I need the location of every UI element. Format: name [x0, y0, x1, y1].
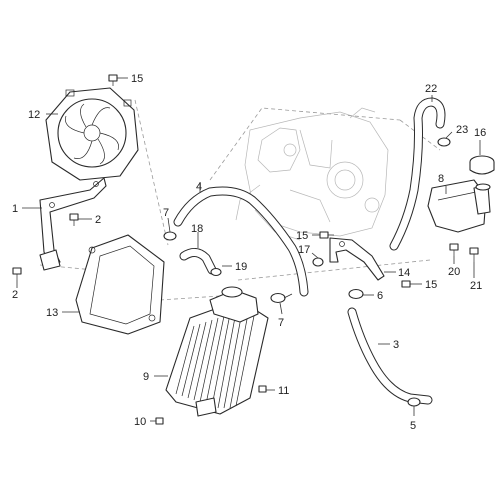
callout-22: 22 [425, 83, 437, 95]
callout-3: 3 [393, 339, 399, 351]
callout-15-top: 15 [131, 73, 143, 85]
callout-9: 9 [143, 371, 149, 383]
callout-7-left: 7 [163, 207, 169, 219]
clamp-part-23 [437, 137, 451, 147]
callout-8: 8 [438, 173, 444, 185]
callout-11: 11 [278, 385, 289, 397]
hardware [12, 74, 479, 425]
engine-background-illustration [235, 107, 389, 241]
radiator-shroud-part-13 [75, 234, 165, 335]
expansion-tank-part-8 [427, 179, 491, 233]
hose-part-3 [347, 307, 433, 405]
callout-6: 6 [377, 290, 383, 302]
callout-7-right: 7 [278, 317, 284, 329]
callout-23: 23 [456, 124, 468, 136]
clamp-19 [210, 267, 222, 277]
bolt-15-right [401, 280, 411, 288]
bolt-10 [155, 417, 164, 425]
callout-21: 21 [470, 280, 482, 292]
hose-part-18 [179, 248, 217, 275]
bracket-part-14 [329, 237, 385, 281]
radiator-part-9 [165, 286, 269, 417]
cap-part-16 [469, 155, 495, 175]
callout-19: 19 [235, 261, 247, 273]
radiator-fins [175, 311, 255, 409]
callout-2-upper: 2 [95, 214, 101, 226]
callouts: 15 12 22 23 16 1 2 4 7 18 8 15 17 19 14 … [12, 73, 486, 432]
callout-17: 17 [298, 244, 310, 256]
callout-10: 10 [134, 416, 146, 428]
bolt-2-upper [69, 213, 79, 226]
callout-15-mid: 15 [296, 230, 308, 242]
clamp-7-left [163, 231, 177, 241]
callout-4: 4 [196, 181, 202, 193]
bolt-15-top [108, 74, 118, 86]
bolt-21 [469, 247, 479, 262]
bolt-20 [449, 243, 459, 256]
callout-14: 14 [398, 267, 410, 279]
hose-part-4 [173, 186, 309, 297]
callout-1: 1 [12, 203, 18, 215]
bolt-11 [258, 385, 267, 393]
clamp-7-right [270, 292, 293, 304]
callout-16: 16 [474, 127, 486, 139]
callout-15-right: 15 [425, 279, 437, 291]
callout-5: 5 [410, 420, 416, 432]
tube-part-22 [389, 97, 446, 251]
cooling-fan-part-12 [45, 87, 139, 181]
callout-20: 20 [448, 266, 460, 278]
bracket-part-1 [39, 177, 107, 271]
clamp-5 [407, 397, 421, 407]
bolt-2-lower [12, 267, 22, 280]
callout-12: 12 [28, 109, 40, 121]
callout-2-lower: 2 [12, 289, 18, 301]
callout-18: 18 [191, 223, 203, 235]
clamp-6 [348, 288, 364, 300]
callout-13: 13 [46, 307, 58, 319]
fitting-17 [312, 257, 324, 267]
bolt-15-mid [319, 231, 334, 239]
